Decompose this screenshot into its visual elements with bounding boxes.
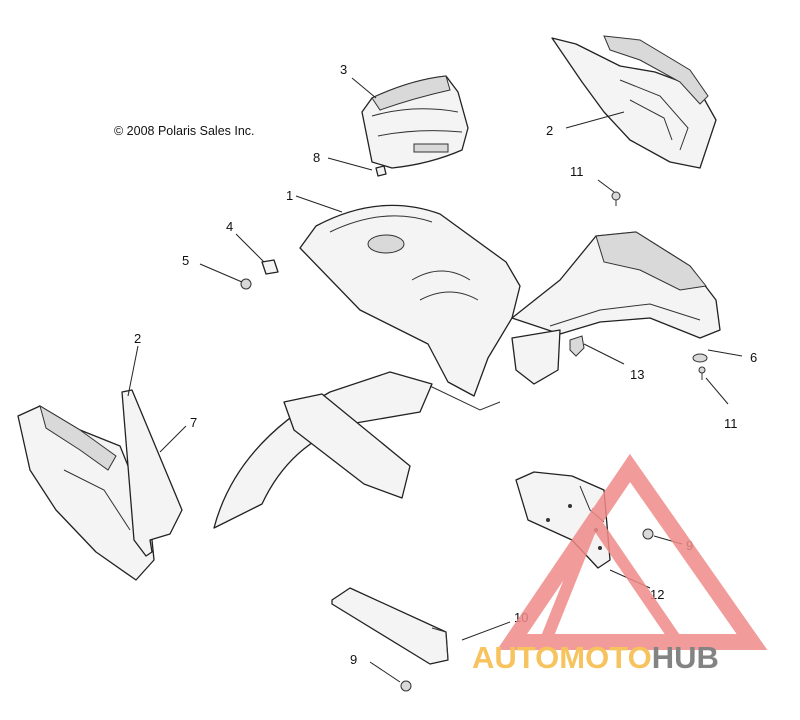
part-dash-pod bbox=[361, 75, 469, 169]
watermark-text-hub: HUB bbox=[652, 640, 719, 675]
callout-3: 3 bbox=[340, 62, 347, 77]
callout-11-right: 11 bbox=[724, 416, 738, 431]
callout-4: 4 bbox=[226, 219, 233, 234]
part-plate bbox=[331, 587, 449, 665]
part-front-cab bbox=[213, 204, 721, 529]
callout-2-top: 2 bbox=[546, 123, 553, 138]
copyright-notice: © 2008 Polaris Sales Inc. bbox=[114, 124, 255, 138]
callout-1: 1 bbox=[286, 188, 293, 203]
part-side-panel-left bbox=[17, 389, 183, 581]
callout-13: 13 bbox=[630, 367, 644, 382]
watermark-triangle-inner bbox=[537, 507, 688, 646]
leader-lines bbox=[127, 77, 743, 683]
watermark-text: AUTOMOTOHUB bbox=[472, 640, 719, 675]
callout-5: 5 bbox=[182, 253, 189, 268]
callout-9-bottom: 9 bbox=[350, 652, 357, 667]
watermark-text-automoto: AUTOMOTO bbox=[472, 640, 652, 675]
callout-7: 7 bbox=[190, 415, 197, 430]
part-side-panel-top bbox=[551, 35, 717, 169]
callout-2-left: 2 bbox=[134, 331, 141, 346]
callout-6: 6 bbox=[750, 350, 757, 365]
callout-11-top: 11 bbox=[570, 164, 584, 179]
hardware bbox=[240, 165, 708, 692]
callout-8: 8 bbox=[313, 150, 320, 165]
watermark-logo: AUTOMOTOHUB bbox=[472, 453, 768, 675]
